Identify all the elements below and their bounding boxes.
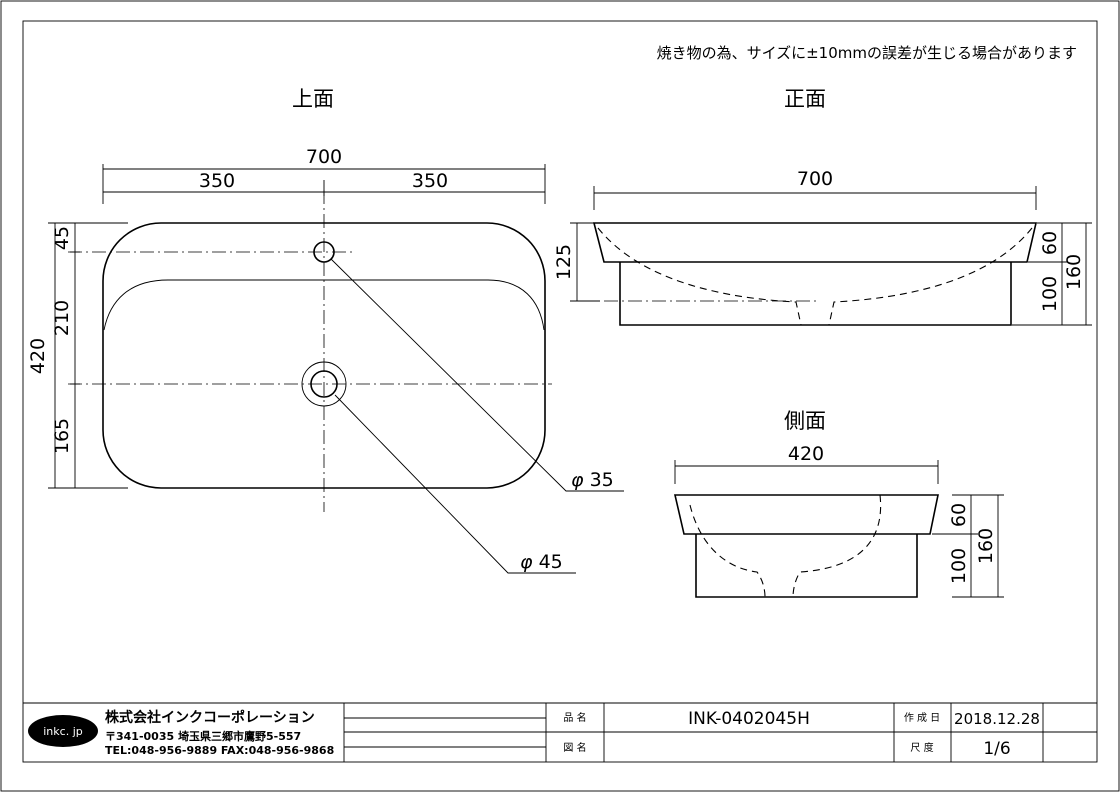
front-body — [619, 262, 1012, 326]
dim-165: 165 — [51, 418, 73, 454]
front-view-title: 正面 — [784, 87, 826, 111]
front-dim-60: 60 — [1039, 231, 1061, 255]
drawing-border — [22, 20, 1098, 763]
side-bowl-hidden-r — [792, 494, 882, 598]
dim-700: 700 — [306, 146, 342, 168]
drawing-label: 図 名 — [563, 741, 586, 754]
faucet-hole — [313, 241, 335, 263]
side-bowl-hidden-l — [689, 504, 766, 598]
label-phi-35: φ 35 — [571, 469, 614, 491]
side-rim — [673, 494, 939, 535]
title-block: inkc. jp 株式会社インクコーポレーション 〒341-0035 埼玉県三郷… — [23, 702, 1097, 762]
dim-420: 420 — [27, 338, 49, 374]
drain-hole-inner — [310, 370, 338, 398]
front-dim-100: 100 — [1039, 276, 1061, 312]
front-bowl-hidden — [597, 227, 802, 326]
side-view: 420 60 100 160 — [673, 443, 1004, 598]
front-dim-125: 125 — [553, 244, 575, 280]
front-rim — [592, 222, 1038, 263]
side-dim-60: 60 — [948, 503, 970, 527]
tolerance-note: 焼き物の為、サイズに±10mmの誤差が生じる場合があります — [657, 44, 1077, 62]
side-dim-160: 160 — [975, 528, 997, 564]
dim-350-right: 350 — [412, 170, 448, 192]
drain-hole-outer — [301, 361, 347, 407]
top-view: φ 35 φ 45 700 350 350 420 45 210 165 — [27, 146, 624, 574]
front-dim-160: 160 — [1063, 254, 1085, 290]
bowl-edge — [103, 279, 545, 331]
scale-value: 1/6 — [983, 739, 1010, 759]
created-label: 作 成 日 — [904, 712, 940, 724]
side-dim-100: 100 — [948, 548, 970, 584]
side-dim-420: 420 — [788, 443, 824, 465]
dim-350-left: 350 — [199, 170, 235, 192]
dim-45: 45 — [51, 226, 73, 250]
side-view-title: 側面 — [784, 409, 826, 433]
company-name: 株式会社インクコーポレーション — [105, 709, 315, 726]
dim-210: 210 — [51, 300, 73, 336]
company-logo-text: inkc. jp — [43, 725, 82, 738]
company-address: 〒341-0035 埼玉県三郷市鷹野5-557 — [105, 729, 301, 743]
leader-45 — [334, 394, 576, 574]
company-contact: TEL:048-956-9889 FAX:048-956-9868 — [105, 744, 334, 757]
leader-35 — [330, 258, 624, 492]
side-body — [695, 534, 918, 598]
product-value: INK-0402045H — [688, 709, 810, 729]
top-view-title: 上面 — [292, 87, 334, 111]
created-value: 2018.12.28 — [954, 710, 1040, 728]
label-phi-45: φ 45 — [520, 551, 563, 573]
front-bowl-hidden-r — [828, 227, 1033, 326]
scale-label: 尺 度 — [910, 741, 933, 754]
company-logo — [28, 715, 98, 747]
product-label: 品 名 — [563, 711, 586, 724]
front-view: 700 125 60 100 160 — [553, 168, 1092, 326]
front-dim-700: 700 — [797, 168, 833, 190]
